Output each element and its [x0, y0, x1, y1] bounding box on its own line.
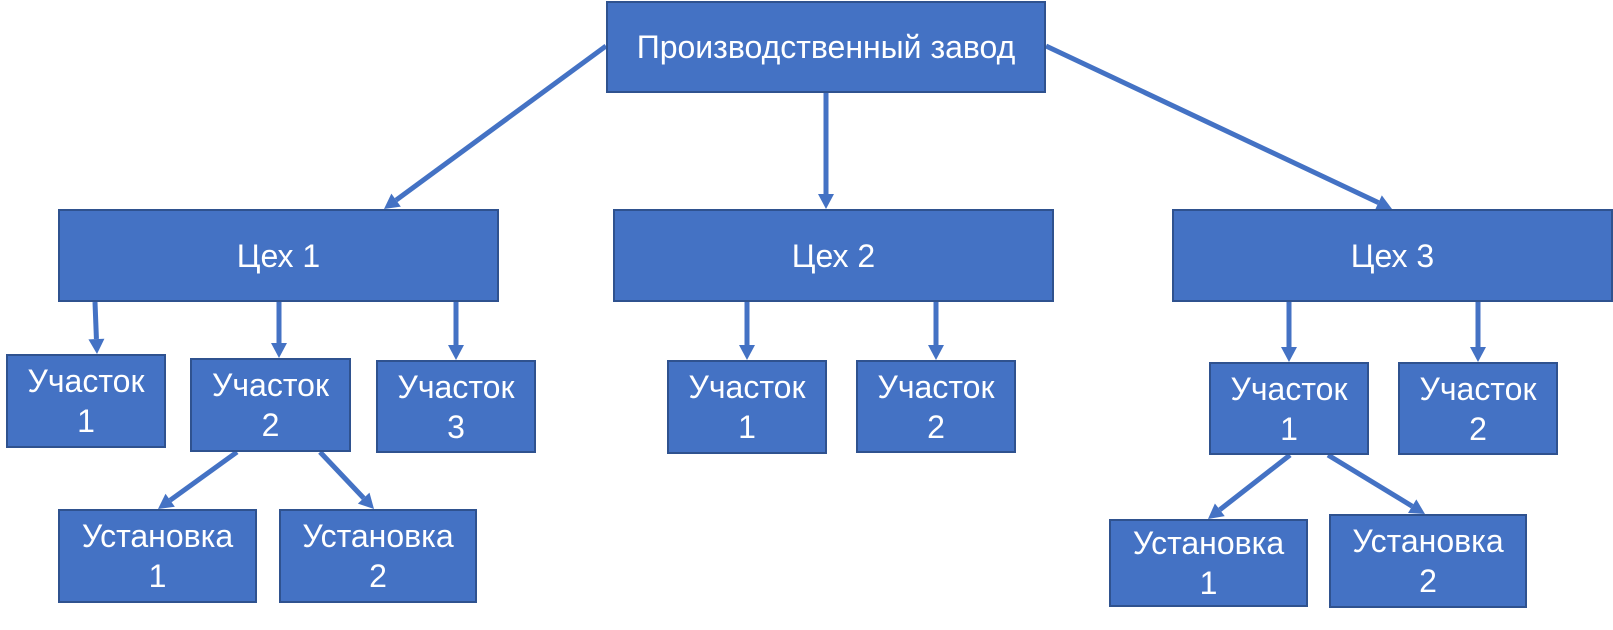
arrow-s3_area1-to-s3a1_unit1: [1208, 453, 1292, 519]
node-label-line1: Установка: [1132, 525, 1285, 561]
node-label-line1: Установка: [302, 518, 454, 554]
arrow-plant-to-shop2: [818, 93, 834, 209]
node-label-line2: 2: [927, 408, 945, 445]
node-production-plant: Производственный завод: [606, 1, 1046, 93]
arrow-shop1-to-s1_area3: [448, 302, 464, 360]
node-label-line2: 1: [738, 409, 756, 445]
arrow-shaft: [1044, 43, 1380, 205]
node-shop1-area-2: Участок 2: [190, 358, 351, 452]
node-label-line1: Участок: [1419, 370, 1537, 407]
node-label: Цех 3: [1350, 237, 1435, 274]
node-shop1-area-3: Участок 3: [376, 360, 536, 453]
node-label-line1: Участок: [877, 368, 995, 405]
node-label-line1: Установка: [1352, 523, 1504, 559]
node-label-line2: 2: [1419, 563, 1437, 599]
node-label-line2: 2: [369, 558, 387, 594]
node-label-line2: 2: [261, 407, 280, 443]
node-shop3-area-1: Участок 1: [1209, 362, 1369, 455]
arrow-head: [818, 194, 834, 209]
node-label: Цех 1: [236, 237, 321, 274]
arrow-plant-to-shop3: [1044, 43, 1392, 210]
arrow-head: [1408, 499, 1425, 514]
arrow-shop1-to-s1_area2: [271, 302, 287, 358]
arrow-head: [384, 193, 401, 209]
arrow-head: [357, 492, 374, 509]
arrow-head: [1470, 347, 1486, 362]
arrow-head: [928, 345, 944, 360]
node-shop2-area-2: Участок 2: [856, 360, 1016, 453]
node-shop-3: Цех 3: [1172, 209, 1613, 302]
arrow-head: [739, 345, 755, 360]
node-label-line1: Участок: [27, 363, 145, 399]
node-shop3-area1-unit-1: Установка 1: [1109, 519, 1308, 607]
arrow-shaft: [318, 450, 366, 500]
node-shop3-area1-unit-2: Установка 2: [1329, 514, 1527, 608]
node-label-line1: Участок: [688, 369, 806, 405]
node-label-line2: 1: [148, 558, 167, 594]
node-label-line1: Установка: [81, 518, 234, 554]
node-label-line1: Участок: [397, 368, 515, 405]
arrow-s1_area2-to-s1a2_unit2: [318, 450, 374, 509]
node-label: Производственный завод: [636, 29, 1016, 65]
arrow-shop2-to-s2_area2: [928, 302, 944, 360]
arrow-head: [158, 493, 175, 509]
node-label-line2: 3: [447, 408, 465, 445]
arrow-s3_area1-to-s3a1_unit2: [1326, 452, 1425, 514]
node-shop-2: Цех 2: [613, 209, 1054, 302]
arrow-shop3-to-s3_area2: [1470, 302, 1486, 362]
arrow-head: [448, 345, 464, 360]
node-shop2-area-1: Участок 1: [667, 360, 827, 454]
arrow-shop3-to-s3_area1: [1281, 302, 1297, 362]
node-label-line2: 1: [1199, 565, 1218, 601]
node-label-line2: 2: [1469, 410, 1487, 447]
arrow-s1_area2-to-s1a2_unit1: [158, 449, 239, 509]
node-shop1-area2-unit-2: Установка 2: [279, 509, 477, 603]
node-shop1-area2-unit-1: Установка 1: [58, 509, 257, 603]
arrow-shop1-to-s1_area1: [88, 301, 105, 354]
node-shop3-area-2: Участок 2: [1398, 362, 1558, 455]
node-label-line2: 1: [1280, 410, 1298, 447]
arrow-head: [1281, 347, 1297, 362]
arrow-head: [1375, 195, 1392, 210]
arrow-shaft: [168, 449, 239, 503]
arrow-head: [88, 338, 105, 354]
arrow-shaft: [394, 43, 608, 203]
arrow-shop2-to-s2_area1: [739, 302, 755, 360]
node-label-line2: 1: [77, 403, 95, 439]
arrow-shaft: [92, 301, 99, 340]
arrow-shaft: [1218, 453, 1292, 512]
node-shop1-area-1: Участок 1: [6, 354, 166, 448]
arrow-shaft: [1326, 452, 1414, 509]
node-label-line1: Участок: [1230, 370, 1348, 407]
node-label-line1: Участок: [212, 367, 329, 403]
arrow-head: [1208, 503, 1225, 519]
arrow-plant-to-shop1: [384, 43, 608, 209]
node-shop-1: Цех 1: [58, 209, 499, 302]
arrow-head: [271, 343, 287, 358]
node-label: Цех 2: [791, 237, 876, 274]
